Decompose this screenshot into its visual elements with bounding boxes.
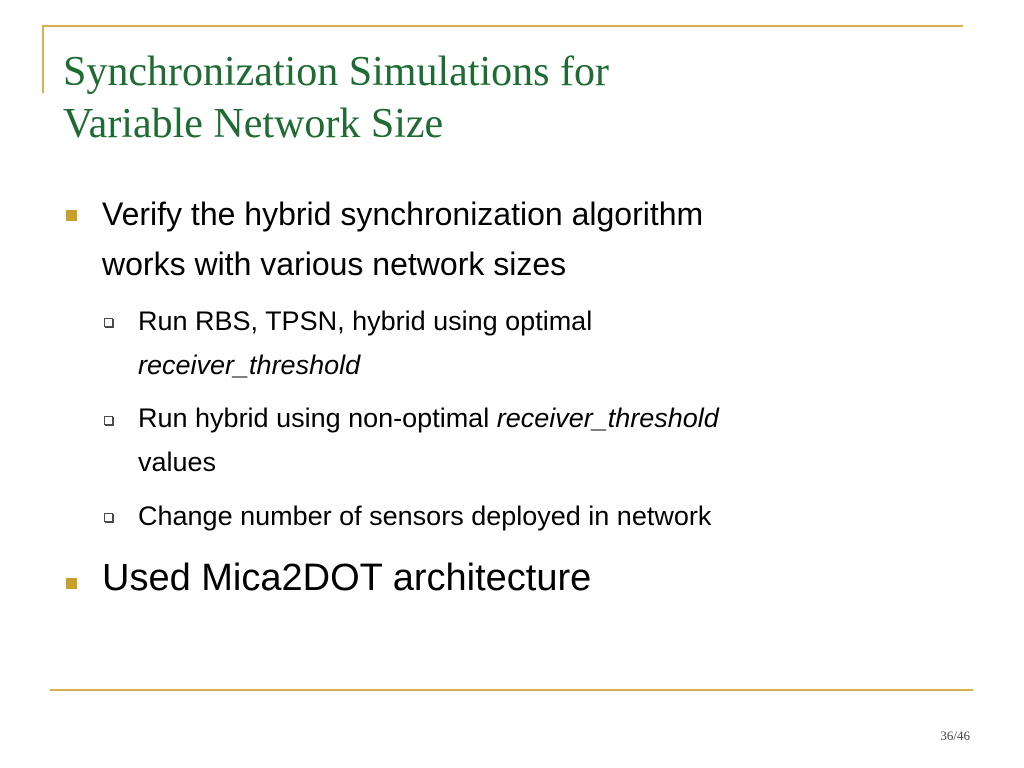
sub-bullet-2-line-1: Run hybrid using non-optimal receiver_th…: [138, 396, 719, 440]
sub-bullet-3-line-1: Change number of sensors deployed in net…: [138, 501, 712, 531]
bullet-1-line-2: works with various network sizes: [102, 246, 567, 282]
bullet-1-line-1: Verify the hybrid synchronization algori…: [102, 196, 704, 232]
square-bullet-icon: [66, 210, 77, 221]
hollow-square-bullet-icon: [104, 318, 113, 327]
sub-bullet-1-line-2: receiver_threshold: [138, 350, 361, 380]
sub-bullet-1-line-1: Run RBS, TPSN, hybrid using optimal: [138, 306, 593, 336]
page-number: 36/46: [940, 728, 970, 743]
hollow-square-bullet-icon: [104, 513, 113, 522]
footer-line: [50, 689, 973, 691]
square-bullet-icon: [66, 578, 77, 589]
sub-bullet-2-prefix: Run hybrid using non-optimal: [138, 403, 497, 433]
hollow-square-bullet-icon: [104, 416, 113, 425]
sub-bullet-2-italic: receiver_threshold: [496, 403, 719, 433]
slide-title: Synchronization Simulations for Variable…: [63, 46, 963, 150]
sub-bullet-2-line-2: values: [138, 447, 217, 477]
top-frame-line: [42, 25, 963, 27]
bullet-2-line-1: Used Mica2DOT architecture: [102, 557, 592, 599]
title-line-1: Synchronization Simulations for: [63, 49, 609, 95]
left-frame-line: [42, 25, 44, 93]
title-line-2: Variable Network Size: [63, 101, 444, 147]
